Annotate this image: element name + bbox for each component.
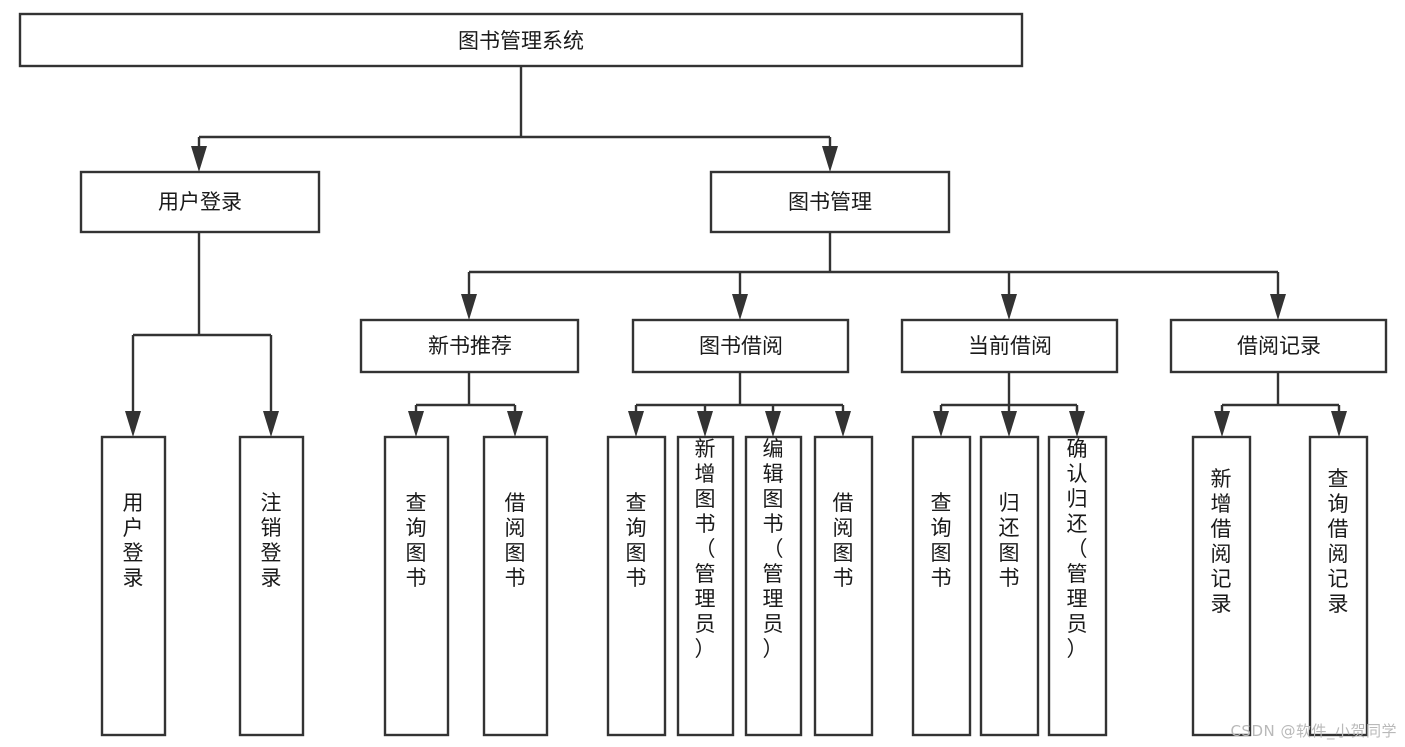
leaf-user-logout-label: 注销登录: [261, 491, 282, 590]
leaf-current-return-book-box[interactable]: [979, 435, 1040, 737]
node-new-book-recommend-box[interactable]: [359, 318, 580, 374]
node-book-management-label: 图书管理: [788, 190, 872, 214]
leaf-current-confirm-return-box[interactable]: [1047, 435, 1108, 737]
node-user-login-label: 用户登录: [158, 190, 242, 214]
leaf-new-borrow-book-label: 借阅图书: [505, 491, 526, 590]
leaf-borrow-edit-book-label: 编辑图书（管理员）: [763, 437, 784, 661]
leaf-new-query-book-label: 查询图书: [406, 491, 427, 590]
node-current-borrow[interactable]: 当前借阅: [900, 318, 1119, 374]
node-new-book-recommend-label: 新书推荐: [428, 334, 512, 358]
node-current-borrow-label: 当前借阅: [968, 334, 1052, 358]
arrow-record-to-leaf1: [1214, 411, 1230, 437]
leaf-borrow-query-book-label: 查询图书: [626, 491, 647, 590]
leaf-node[interactable]: 查询图书: [911, 435, 972, 737]
arrow-new-to-leaf2: [507, 411, 523, 437]
watermark: CSDN @软件_小贺同学: [1230, 722, 1397, 740]
leaf-node[interactable]: 借阅图书: [813, 435, 874, 737]
leaf-current-query-book-label: 查询图书: [931, 491, 952, 590]
arrow-borrow-to-leaf1: [628, 411, 644, 437]
leaf-record-query-label: 查询借阅记录: [1328, 467, 1349, 616]
arrow-current-to-leaf2: [1001, 411, 1017, 437]
node-user-login-box[interactable]: [79, 170, 321, 234]
node-borrow-record-box[interactable]: [1169, 318, 1388, 374]
leaf-record-add-label: 新增借阅记录: [1211, 467, 1232, 616]
leaf-borrow-borrow-book-box[interactable]: [813, 435, 874, 737]
node-root-label: 图书管理系统: [458, 29, 584, 53]
leaf-node[interactable]: 确认归还（管理员）: [1047, 435, 1108, 737]
node-book-management[interactable]: 图书管理: [709, 170, 951, 234]
leaf-borrow-add-book-label: 新增图书（管理员）: [695, 437, 716, 661]
arrow-bookmgmt-to-current: [1001, 294, 1017, 320]
leaf-user-login-box[interactable]: [100, 435, 167, 737]
leaf-record-add-box[interactable]: [1191, 435, 1252, 737]
leaf-node[interactable]: 用户登录: [100, 435, 167, 737]
arrow-bookmgmt-to-borrow: [732, 294, 748, 320]
arrow-borrow-to-leaf4: [835, 411, 851, 437]
leaf-current-confirm-return-label: 确认归还（管理员）: [1067, 437, 1088, 661]
node-root[interactable]: 图书管理系统: [18, 12, 1024, 68]
leaf-user-login-label: 用户登录: [123, 491, 144, 590]
arrow-new-to-leaf1: [408, 411, 424, 437]
arrow-current-to-leaf3: [1069, 411, 1085, 437]
node-book-borrow-label: 图书借阅: [699, 334, 783, 358]
arrow-root-to-bookmgmt: [822, 146, 838, 172]
leaf-node[interactable]: 注销登录: [238, 435, 305, 737]
node-new-book-recommend[interactable]: 新书推荐: [359, 318, 580, 374]
leaf-node[interactable]: 查询图书: [606, 435, 667, 737]
leaf-current-query-book-box[interactable]: [911, 435, 972, 737]
arrow-bookmgmt-to-new: [461, 294, 477, 320]
node-root-box[interactable]: [18, 12, 1024, 68]
leaf-node[interactable]: 查询图书: [383, 435, 450, 737]
node-user-login[interactable]: 用户登录: [79, 170, 321, 234]
node-current-borrow-box[interactable]: [900, 318, 1119, 374]
arrow-borrow-to-leaf3: [765, 411, 781, 437]
leaf-node[interactable]: 借阅图书: [482, 435, 549, 737]
leaf-node[interactable]: 新增借阅记录: [1191, 435, 1252, 737]
leaf-borrow-add-book-box[interactable]: [676, 435, 735, 737]
node-book-borrow[interactable]: 图书借阅: [631, 318, 850, 374]
leaf-user-logout-box[interactable]: [238, 435, 305, 737]
arrow-login-to-leaf2: [263, 411, 279, 437]
node-book-borrow-box[interactable]: [631, 318, 850, 374]
arrow-login-to-leaf1: [125, 411, 141, 437]
arrow-current-to-leaf1: [933, 411, 949, 437]
arrow-root-to-login: [191, 146, 207, 172]
node-borrow-record[interactable]: 借阅记录: [1169, 318, 1388, 374]
leaf-node[interactable]: 归还图书: [979, 435, 1040, 737]
arrow-borrow-to-leaf2: [697, 411, 713, 437]
arrow-bookmgmt-to-record: [1270, 294, 1286, 320]
leaf-node[interactable]: 编辑图书（管理员）: [744, 435, 803, 737]
leaf-node[interactable]: 查询借阅记录: [1308, 435, 1369, 737]
leaf-borrow-query-book-box[interactable]: [606, 435, 667, 737]
leaf-record-query-box[interactable]: [1308, 435, 1369, 737]
leaf-current-return-book-label: 归还图书: [999, 491, 1020, 590]
node-borrow-record-label: 借阅记录: [1237, 334, 1321, 358]
node-book-management-box[interactable]: [709, 170, 951, 234]
leaf-new-query-book-box[interactable]: [383, 435, 450, 737]
leaf-new-borrow-book-box[interactable]: [482, 435, 549, 737]
leaf-borrow-edit-book-box[interactable]: [744, 435, 803, 737]
leaf-node[interactable]: 新增图书（管理员）: [676, 435, 735, 737]
edge-group: [125, 66, 1347, 437]
leaf-borrow-borrow-book-label: 借阅图书: [833, 491, 854, 590]
arrow-record-to-leaf2: [1331, 411, 1347, 437]
